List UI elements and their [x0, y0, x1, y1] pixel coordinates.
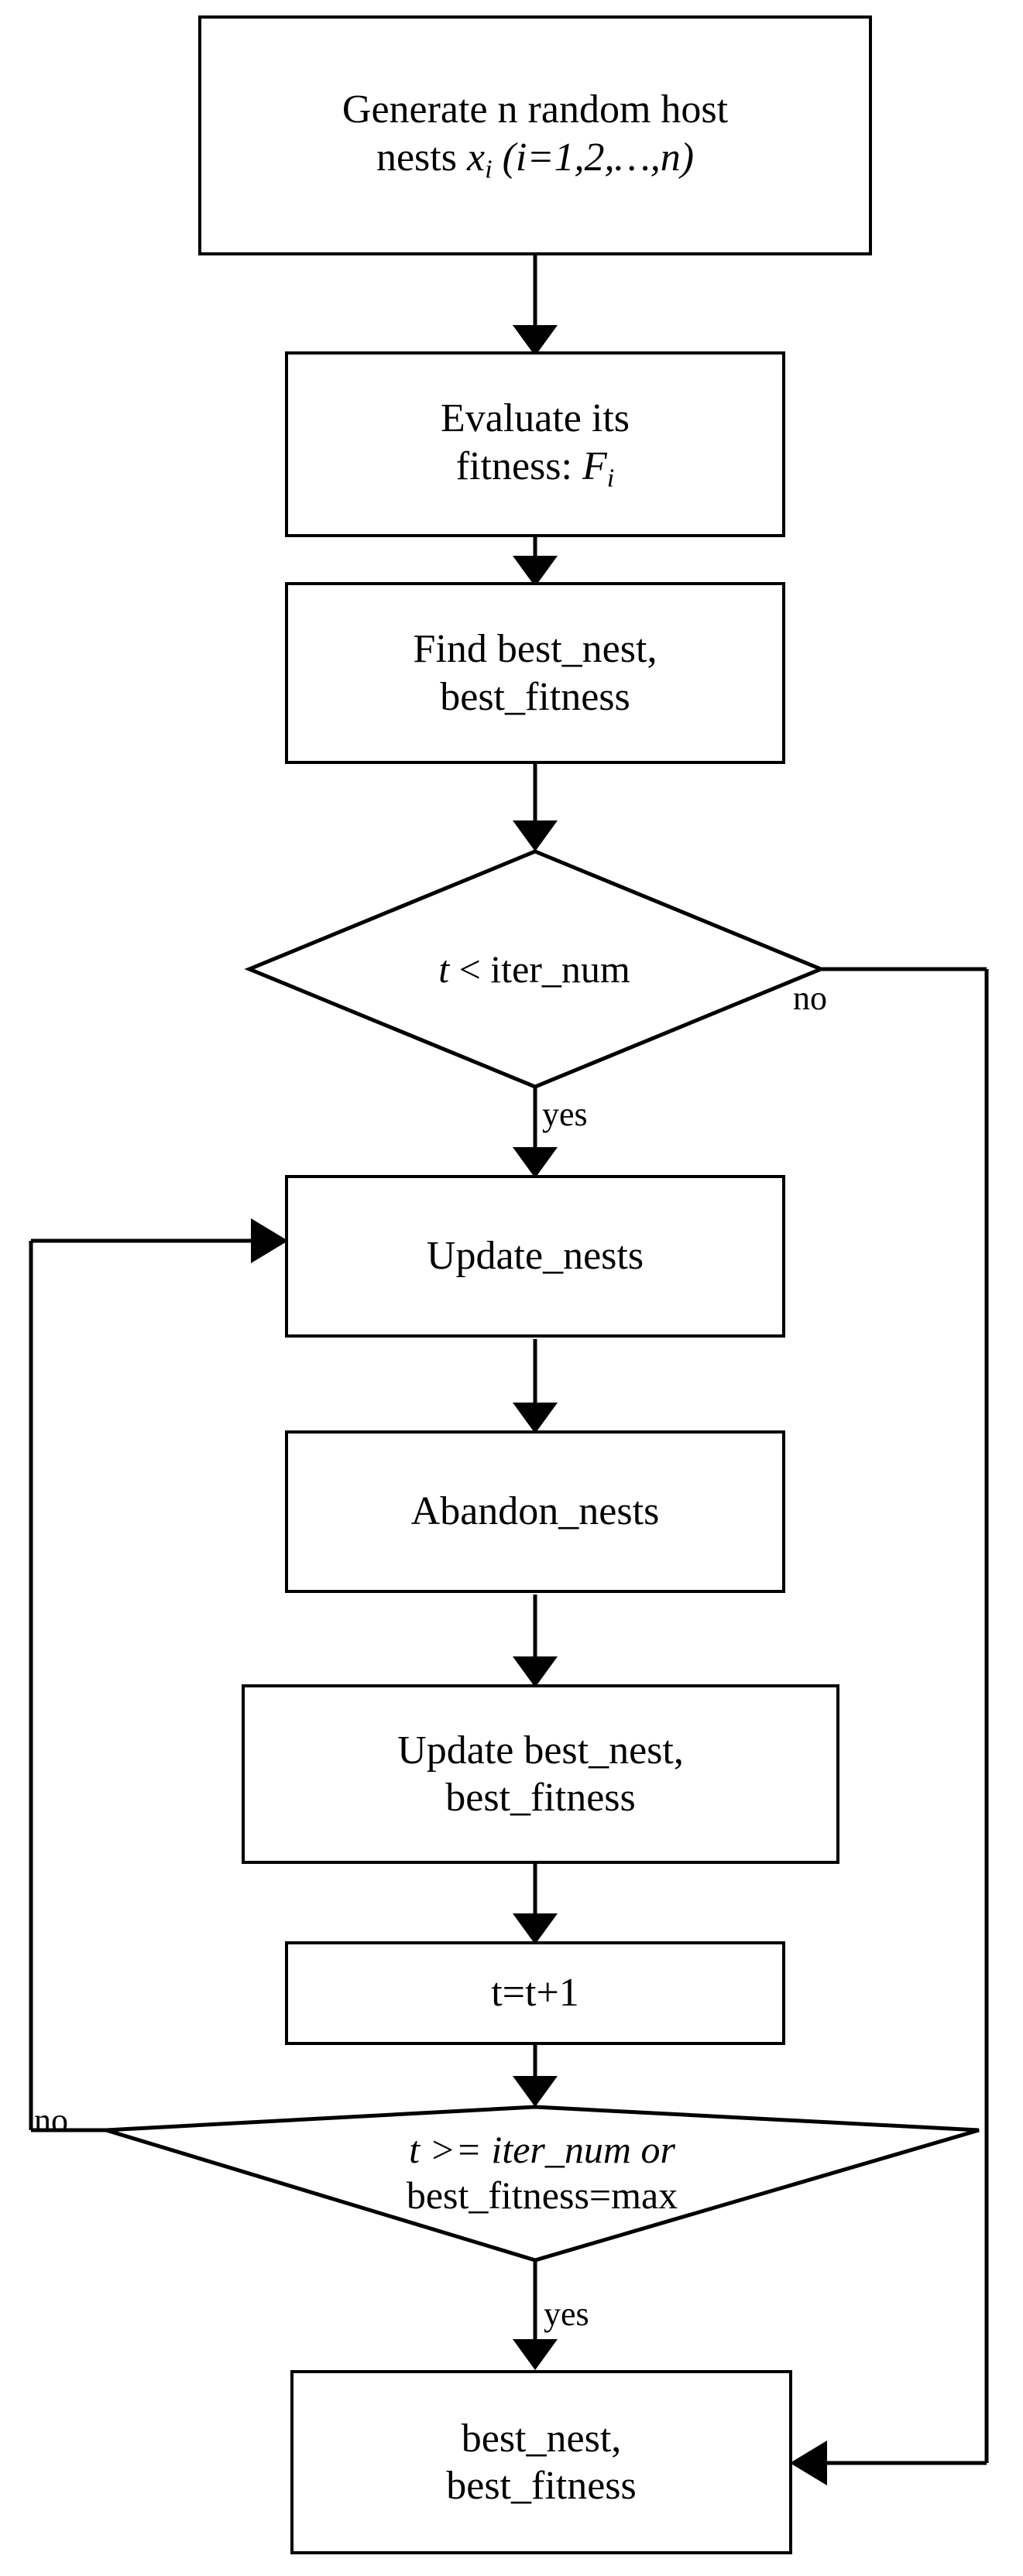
arrowhead-output [513, 2339, 558, 2370]
node-output-line1: best_nest, [461, 2416, 622, 2461]
node-output-line2: best_fitness [446, 2464, 637, 2508]
edge-label-stop-yes: yes [544, 2295, 589, 2333]
node-evaluate-var: F [582, 444, 607, 488]
node-evaluate-line2-prefix: fitness: [455, 444, 582, 488]
node-evaluate[interactable]: Evaluate its fitness: Fi [285, 351, 785, 537]
node-decision-stop-line2: best_fitness=max [406, 2174, 678, 2217]
node-update-nests[interactable]: Update_nests [285, 1175, 785, 1338]
arrowhead-increment [513, 1913, 558, 1944]
arrowhead-findbest [513, 556, 558, 587]
arrowhead-update-nests-left [251, 1218, 288, 1263]
node-output-text: best_nest, best_fitness [294, 2415, 789, 2510]
node-generate-var-sub: i [485, 154, 493, 184]
node-increment-line1: t=t+1 [491, 1971, 579, 2016]
node-update-best-line2: best_fitness [445, 1776, 636, 1820]
node-abandon-nests-line1: Abandon_nests [410, 1489, 660, 1534]
edge-label-iter-yes: yes [542, 1095, 588, 1133]
node-evaluate-line2: fitness: Fi [293, 443, 778, 494]
node-find-best-text: Find best_nest, best_fitness [288, 625, 782, 721]
node-decision-stop[interactable]: t >= iter_num or best_fitness=max [294, 2122, 790, 2223]
arrowhead-abandon [513, 1403, 558, 1434]
node-increment[interactable]: t=t+1 [285, 1941, 785, 2045]
node-decision-iter-rest: < iter_num [449, 947, 630, 991]
arrowhead-decision-iter [513, 820, 558, 851]
node-decision-stop-line1-italic: t >= iter_num or [409, 2128, 675, 2171]
arrowhead-updatebest [513, 1656, 558, 1687]
node-generate-text: Generate n random host nests xi (i=1,2,…… [201, 86, 869, 184]
edge-label-stop-no: no [34, 2102, 68, 2139]
node-find-best-line1: Find best_nest, [413, 627, 657, 672]
node-find-best-line2: best_fitness [440, 674, 630, 719]
node-evaluate-text: Evaluate its fitness: Fi [288, 395, 782, 493]
node-decision-iter-text: t < iter_num [263, 947, 805, 992]
arrowhead-decision-stop [513, 2076, 558, 2107]
node-decision-iter[interactable]: t < iter_num [263, 929, 805, 1010]
node-evaluate-var-sub: i [606, 463, 615, 493]
node-update-best-line1: Update best_nest, [397, 1728, 684, 1773]
node-update-nests-line1: Update_nests [426, 1234, 644, 1279]
node-output[interactable]: best_nest, best_fitness [290, 2370, 792, 2554]
node-update-best-text: Update best_nest, best_fitness [245, 1727, 836, 1822]
node-decision-stop-line1: t >= iter_num or [299, 2127, 785, 2173]
node-evaluate-line1: Evaluate its [440, 396, 630, 441]
node-generate-line1: Generate n random host [342, 87, 729, 132]
arrowhead-output-right [790, 2441, 827, 2485]
node-find-best[interactable]: Find best_nest, best_fitness [285, 582, 785, 764]
node-abandon-nests[interactable]: Abandon_nests [285, 1430, 785, 1593]
node-generate-var: x [466, 135, 486, 180]
node-generate[interactable]: Generate n random host nests xi (i=1,2,…… [198, 15, 872, 255]
arrowhead-evaluate [513, 325, 558, 356]
node-generate-line2-prefix: nests [376, 135, 467, 180]
node-decision-stop-text: t >= iter_num or best_fitness=max [294, 2127, 790, 2218]
arrowhead-update-nests [513, 1147, 558, 1178]
edge-label-iter-no: no [793, 979, 827, 1017]
node-generate-line2-suffix: (i=1,2,…,n) [492, 135, 695, 180]
node-decision-iter-var: t [438, 947, 450, 991]
node-generate-line2: nests xi (i=1,2,…,n) [206, 134, 864, 185]
node-update-best[interactable]: Update best_nest, best_fitness [242, 1684, 839, 1864]
